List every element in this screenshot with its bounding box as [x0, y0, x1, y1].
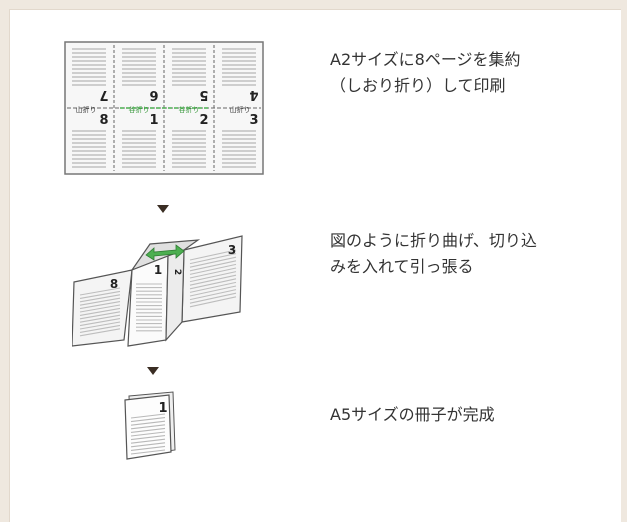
folded-sheet-icon: 8 1 2 3	[72, 235, 243, 347]
text-line	[79, 297, 121, 306]
step-line: A2サイズに8ページを集約	[330, 50, 521, 69]
text-line	[189, 281, 237, 293]
step-description: A2サイズに8ページを集約 （しおり折り）して印刷	[330, 47, 521, 99]
text-line	[189, 267, 237, 279]
sheet-page-number: 4	[249, 87, 258, 102]
text-line	[79, 287, 121, 296]
step-description: 図のように折り曲げ、切り込 みを入れて引っ張る	[330, 228, 537, 280]
sheet-page-number: 2	[199, 113, 208, 128]
fold-label: 谷折り	[129, 105, 150, 114]
text-line	[189, 271, 237, 283]
fold-page-number: 8	[110, 277, 118, 291]
step-description: A5サイズの冊子が完成	[330, 402, 495, 428]
sheet-page-number: 3	[249, 113, 258, 128]
text-line	[130, 449, 166, 455]
sheet-page-number: 6	[149, 87, 158, 102]
down-arrow-icon	[157, 205, 169, 213]
fold-label: 谷折り	[179, 105, 200, 114]
sheet-page-number: 7	[99, 87, 108, 102]
text-line	[79, 321, 121, 330]
printed-sheet-icon: 7 6 5 4 8 1 2 3 山折り 谷折り 谷折り 山折り	[64, 41, 264, 175]
text-line	[189, 256, 237, 268]
text-line	[189, 296, 237, 308]
text-line	[130, 424, 166, 430]
step-line: 図のように折り曲げ、切り込	[330, 231, 537, 250]
text-line	[189, 263, 237, 275]
text-line	[189, 253, 237, 265]
sheet-page-number: 8	[99, 113, 108, 128]
fold-page-number: 3	[228, 243, 236, 257]
step-line: （しおり折り）して印刷	[330, 76, 506, 95]
text-line	[189, 292, 237, 304]
text-line	[79, 304, 121, 313]
step-line: A5サイズの冊子が完成	[330, 405, 495, 424]
text-line	[130, 442, 166, 448]
text-line	[79, 307, 121, 316]
booklet-page-number: 1	[158, 401, 167, 416]
text-line	[130, 431, 166, 437]
text-line	[189, 289, 237, 301]
text-line	[79, 328, 121, 337]
text-line	[79, 318, 121, 327]
text-line	[79, 324, 121, 333]
text-line	[130, 413, 166, 419]
text-line	[130, 438, 166, 444]
text-line	[189, 285, 237, 297]
text-line	[189, 260, 237, 272]
fold-label: 山折り	[230, 105, 251, 114]
text-line	[130, 435, 166, 441]
text-line	[79, 290, 121, 299]
text-line	[189, 249, 237, 261]
step-line: みを入れて引っ張る	[330, 257, 474, 276]
text-line	[79, 314, 121, 323]
text-line	[130, 420, 166, 426]
text-line	[189, 278, 237, 290]
sheet-page-number: 5	[199, 87, 208, 102]
text-line	[130, 417, 166, 423]
down-arrow-icon	[147, 367, 159, 375]
sheet-page-number: 1	[149, 113, 158, 128]
page-frame-left	[0, 0, 9, 522]
text-line	[189, 274, 237, 286]
page-frame-top	[0, 0, 627, 9]
fold-page-number: 1	[154, 263, 162, 277]
booklet-icon: 1	[124, 391, 176, 460]
text-line	[79, 294, 121, 303]
text-line	[130, 445, 166, 451]
fold-page-number: 2	[172, 269, 182, 275]
text-line	[79, 301, 121, 310]
page-frame-right	[621, 0, 627, 522]
text-line	[130, 427, 166, 433]
text-line	[79, 311, 121, 320]
fold-label: 山折り	[76, 105, 97, 114]
